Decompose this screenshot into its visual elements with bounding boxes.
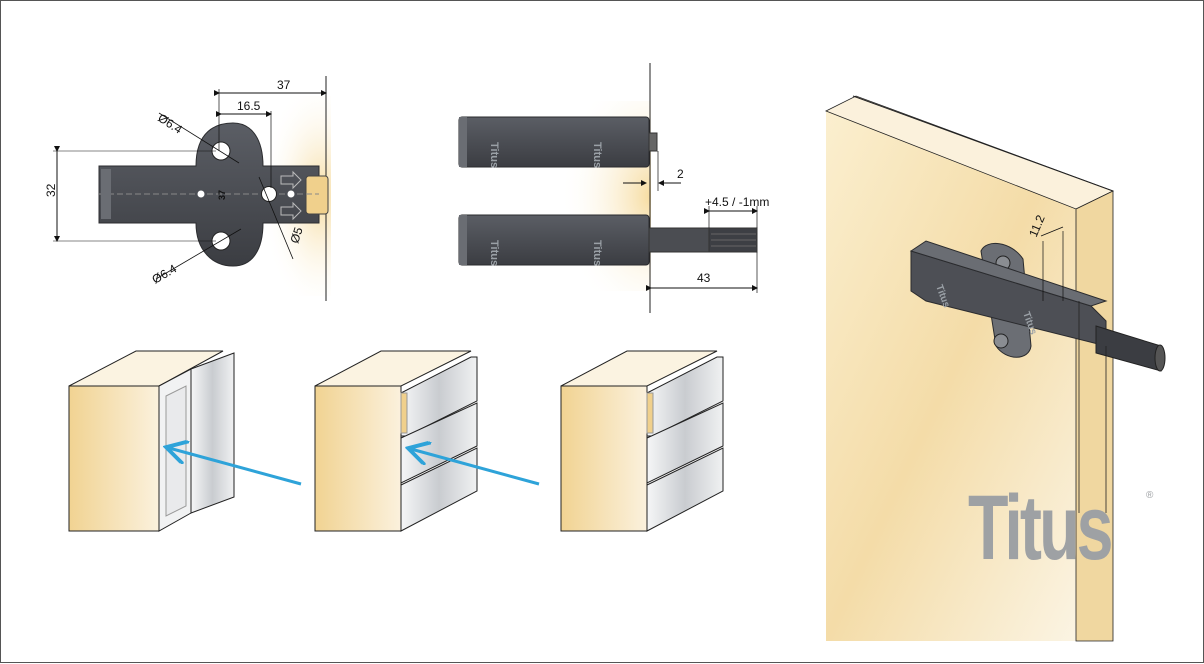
dim-length-label: 43 xyxy=(697,271,711,285)
titus-logo: Titus xyxy=(968,477,1114,579)
dim-37-label: 37 xyxy=(277,78,291,92)
dim-hole-top-label: Ø6.4 xyxy=(155,111,185,137)
dim-hole-bottom-label: Ø6.4 xyxy=(150,261,180,286)
catch-side-view: Titus Titus Titus Titus 2 +4.5 / -1mm 43 xyxy=(458,63,769,313)
dim-stroke-label: +4.5 / -1mm xyxy=(705,195,769,209)
stamp-upper-right: Titus xyxy=(591,142,603,168)
stamp-lower-right: Titus xyxy=(591,240,603,266)
dim-32-label: 32 xyxy=(44,183,58,197)
mounting-plate-view: 37 37 16.5 32 Ø6.4 Ø6.4 Ø5 xyxy=(44,76,331,301)
dim-hole-small-label: Ø5 xyxy=(287,225,305,245)
cabinet-drawers xyxy=(314,350,540,532)
dim-16-5-label: 16.5 xyxy=(237,99,261,113)
cabinet-door xyxy=(68,350,302,532)
registered-mark: ® xyxy=(1146,490,1154,501)
plate-mark-label: 37 xyxy=(217,190,227,200)
stamp-upper-left: Titus xyxy=(488,142,500,168)
stamp-lower-left: Titus xyxy=(488,240,500,266)
dim-gap-label: 2 xyxy=(677,167,684,181)
cabinet-drawers-closed xyxy=(560,350,724,532)
mounted-catch-3d-view: Titus Titus 11.2 xyxy=(825,95,1166,642)
